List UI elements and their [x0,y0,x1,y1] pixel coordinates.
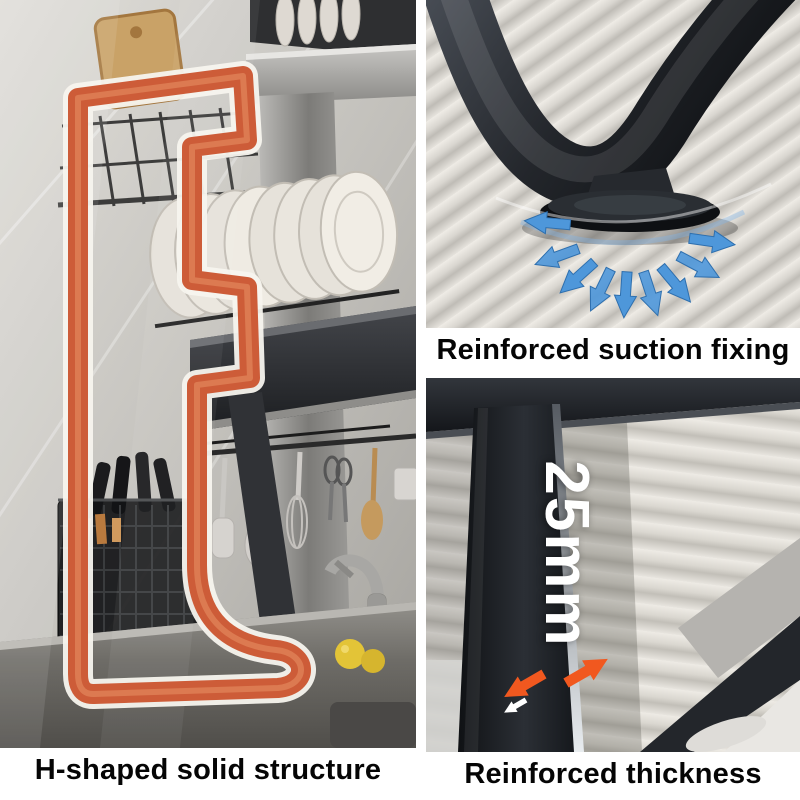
structure-photo [0,0,416,748]
measurement-label: 25mm [532,460,601,648]
suction-scene-art [426,0,796,320]
frame-loop [426,0,796,209]
airflow-swoosh [495,182,772,246]
suction-photo [426,0,800,328]
h-frame-highlight [63,61,316,709]
thickness-scene-art [426,378,800,752]
rack-rear-leg [228,392,300,650]
structure-caption: H-shaped solid structure [34,754,382,786]
thickness-photo [426,378,800,752]
suction-pad [522,168,738,245]
frame-bars [426,378,800,752]
background-objects [426,538,800,752]
suction-caption: Reinforced suction fixing [436,334,790,366]
kitchen-scene-art [0,0,416,748]
thickness-caption: Reinforced thickness [464,758,762,790]
top-shelf [246,0,416,104]
